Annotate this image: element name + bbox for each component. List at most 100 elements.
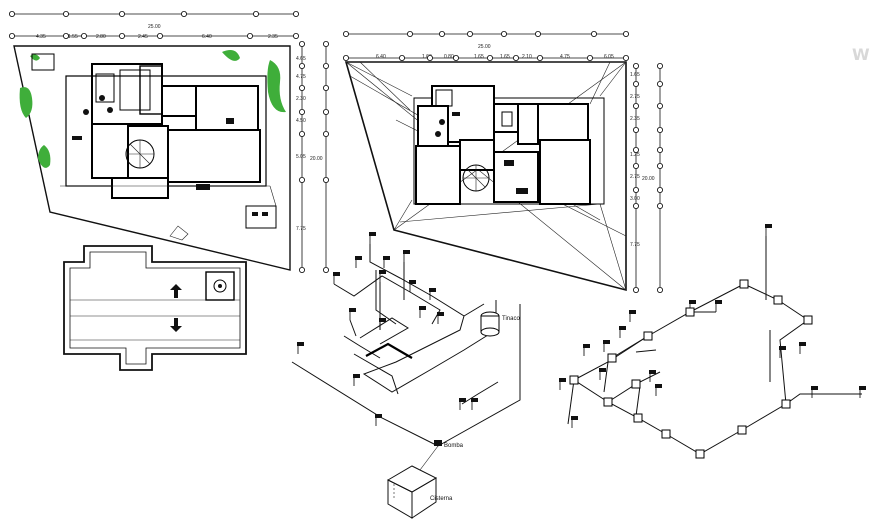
right-top-dim-1: 6.40 <box>376 54 386 60</box>
dimension-tick <box>8 33 15 40</box>
dimension-tick <box>633 63 640 70</box>
dimension-tick <box>298 109 305 116</box>
valve-flag <box>369 232 376 236</box>
valve-flag <box>437 312 444 316</box>
dimension-tick <box>398 55 405 62</box>
valve-flag <box>349 308 356 312</box>
right-right-dim-6: 3.00 <box>630 196 640 202</box>
dimension-tick <box>623 55 630 62</box>
floor-plan-left: 25.00 4.35 1.55 2.80 2.45 6.40 2.35 4.65… <box>12 13 327 271</box>
pipe-fitting <box>569 375 579 385</box>
right-top-dim-5: 1.65 <box>500 54 510 60</box>
valve-flag <box>859 386 866 390</box>
right-right-dim-5: 2.75 <box>630 174 640 180</box>
right-top-dim-8: 6.05 <box>604 54 614 60</box>
dimension-tick <box>426 55 433 62</box>
pipe-fitting <box>607 353 617 363</box>
valve-flag <box>353 374 360 378</box>
valve-flag <box>765 224 772 228</box>
dimension-tick <box>633 127 640 134</box>
dimension-tick <box>587 55 594 62</box>
pipe-fitting <box>773 295 783 305</box>
valve-flag <box>297 342 304 346</box>
valve-flag <box>379 270 386 274</box>
roof-plan <box>63 245 247 371</box>
watermark-text: W <box>852 45 870 64</box>
pipe-fitting <box>803 315 813 325</box>
left-top-dim-2: 1.55 <box>68 34 78 40</box>
left-top-dim-4: 2.45 <box>138 34 148 40</box>
dimension-tick <box>633 186 640 193</box>
valve-flag <box>419 306 426 310</box>
left-right-dim-3: 2.30 <box>296 96 306 102</box>
dimension-tick <box>657 63 664 70</box>
dimension-tick <box>438 30 445 37</box>
dimension-tick <box>322 85 329 92</box>
dimension-tick <box>591 30 598 37</box>
pipe-fitting <box>633 413 643 423</box>
right-top-dim-2: 1.60 <box>422 54 432 60</box>
valve-flag <box>799 342 806 346</box>
left-top-dim-5: 6.40 <box>202 34 212 40</box>
left-plan-top-total: 25.00 <box>148 24 161 30</box>
floor-plan-right: 25.00 6.40 1.60 0.80 1.65 1.65 2.10 4.75… <box>344 33 661 292</box>
valve-flag <box>583 344 590 348</box>
pipe-fitting <box>661 429 671 439</box>
dimension-tick <box>298 63 305 70</box>
dimension-tick <box>81 33 88 40</box>
right-right-total: 20.00 <box>642 176 655 182</box>
dimension-tick <box>322 41 329 48</box>
dimension-tick <box>298 176 305 183</box>
dimension-tick <box>535 30 542 37</box>
right-top-dim-4: 1.65 <box>474 54 484 60</box>
dimension-tick <box>298 41 305 48</box>
dimension-tick <box>252 10 259 17</box>
dimension-tick <box>63 33 70 40</box>
dimension-tick <box>657 162 664 169</box>
pipe-fitting <box>643 331 653 341</box>
dimension-tick <box>342 30 349 37</box>
dimension-tick <box>633 81 640 88</box>
right-top-dim-6: 2.10 <box>522 54 532 60</box>
valve-flag <box>375 414 382 418</box>
dimension-tick <box>63 10 70 17</box>
dimension-tick <box>406 30 413 37</box>
dimension-tick <box>322 130 329 137</box>
valve-flag <box>403 250 410 254</box>
dimension-ticks <box>8 10 664 293</box>
right-top-dim-3: 0.80 <box>444 54 454 60</box>
dimension-tick <box>657 202 664 209</box>
label-bomba: Bomba <box>444 443 464 449</box>
dimension-tick <box>657 103 664 110</box>
dimension-tick <box>633 162 640 169</box>
dimension-tick <box>180 10 187 17</box>
valve-flag <box>333 272 340 276</box>
dimension-tick <box>298 266 305 273</box>
dimension-tick <box>342 55 349 62</box>
isometric-piping-center: Tinaco Bomba Cisterna <box>291 232 521 519</box>
dimension-tick <box>500 30 507 37</box>
label-tinaco: Tinaco <box>502 316 520 322</box>
dimension-tick <box>156 33 163 40</box>
valve-flag <box>379 318 386 322</box>
dimension-tick <box>633 202 640 209</box>
dimension-tick <box>452 55 459 62</box>
dimension-tick <box>292 10 299 17</box>
valve-flag <box>689 300 696 304</box>
dimension-tick <box>466 30 473 37</box>
pipe-fitting <box>631 379 641 389</box>
dimension-tick <box>657 127 664 134</box>
right-right-dim-7: 7.75 <box>630 242 640 248</box>
dimension-tick <box>633 103 640 110</box>
valve-flag <box>629 310 636 314</box>
dimension-tick <box>657 81 664 88</box>
right-plan-top-total: 25.00 <box>478 44 491 50</box>
valve-flag <box>459 398 466 402</box>
dimension-tick <box>537 55 544 62</box>
valve-flag <box>715 300 722 304</box>
dimension-tick <box>633 146 640 153</box>
dimension-tick <box>322 176 329 183</box>
pipe-fitting <box>603 397 613 407</box>
dimension-tick <box>657 186 664 193</box>
